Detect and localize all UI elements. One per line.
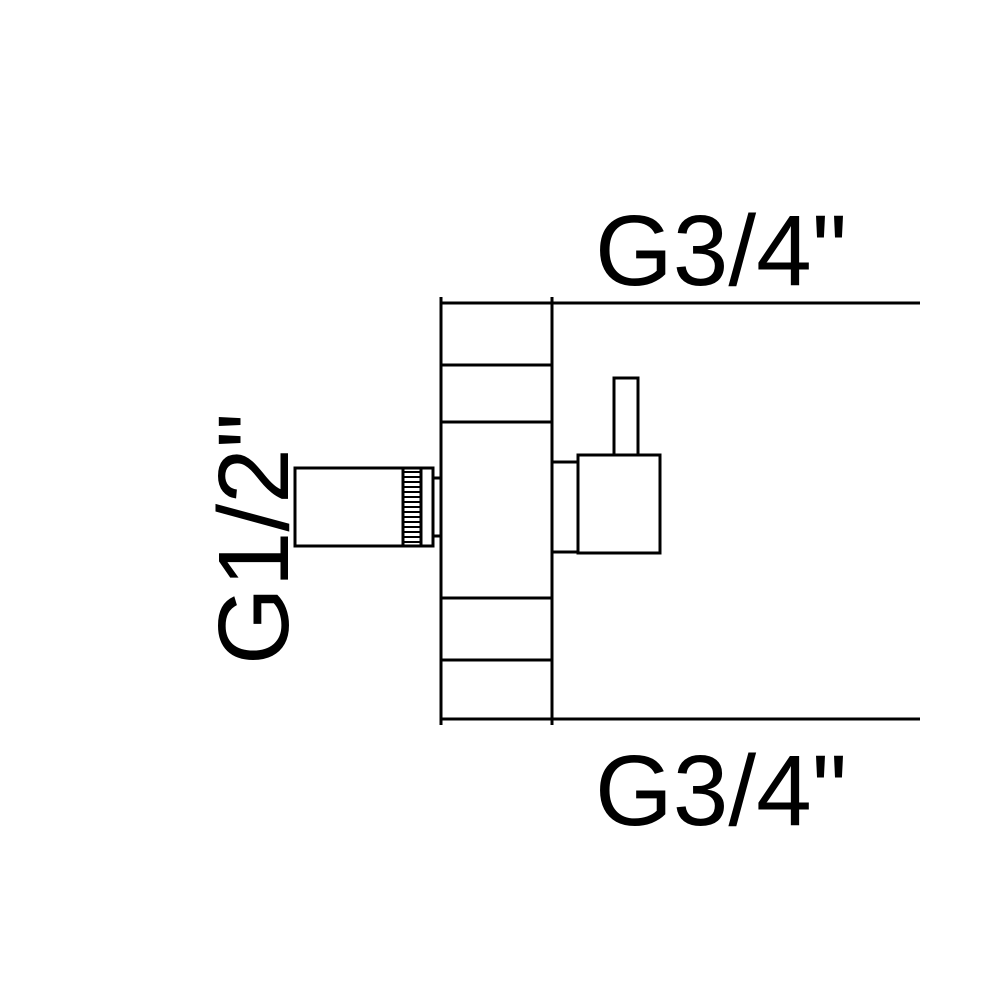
main-body <box>439 420 554 600</box>
handle-block <box>576 453 662 555</box>
top-nut <box>439 363 554 424</box>
bottom-collar <box>439 658 554 721</box>
valve-handle <box>550 376 662 555</box>
outlet-pipe <box>293 466 405 548</box>
handle-neck <box>550 460 580 554</box>
top-connection-label: G3/4" <box>595 195 847 307</box>
lever-arm <box>612 376 640 457</box>
bottom-connection-label: G3/4" <box>595 735 847 847</box>
outlet-collar <box>419 466 435 548</box>
bottom-nut <box>439 596 554 662</box>
side-outlet <box>293 466 443 548</box>
side-connection-label: G1/2" <box>198 413 310 665</box>
valve-body <box>439 363 554 721</box>
thread-lines <box>404 471 420 543</box>
outlet-neck <box>431 476 443 538</box>
